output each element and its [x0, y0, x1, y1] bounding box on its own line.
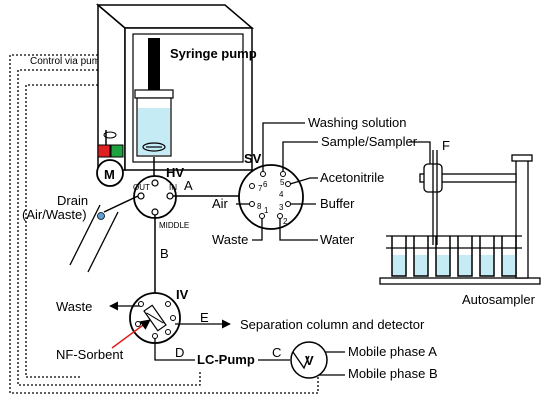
sv-port-8: 8 [257, 202, 262, 211]
drain: Drain (Air/Waste) [22, 193, 139, 273]
sv-port-2: 2 [283, 217, 288, 226]
line-f-label: F [442, 138, 450, 153]
hv-middle-label: MIDDLE [159, 221, 189, 230]
drain-droplet [97, 212, 105, 220]
sv-waste-label: Waste [212, 232, 248, 247]
line-e-label: E [200, 310, 209, 325]
line-b-label: B [160, 246, 169, 261]
sample-sampler-label: Sample/Sampler [321, 134, 418, 149]
mixing-valve-v: V [290, 341, 345, 379]
hv-in-label: IN [169, 183, 177, 192]
sv-port-3: 3 [279, 203, 284, 212]
drain-label-line1: Drain [57, 193, 88, 208]
motor-icon [96, 159, 124, 187]
control-via-pump-label: Control via pump [30, 56, 106, 67]
motor-green-indicator [110, 144, 124, 158]
hv-label: HV [166, 165, 184, 180]
air-label: Air [212, 196, 229, 211]
motor-red-indicator [97, 144, 111, 158]
hv-valve: HV OUT IN MIDDLE [133, 157, 189, 230]
acetonitrile-label: Acetonitrile [320, 170, 384, 185]
nf-sorbent-label: NF-Sorbent [56, 347, 124, 362]
sv-port-4: 4 [279, 190, 284, 199]
syringe-plunger-rod [148, 38, 160, 90]
sv-port-5: 5 [280, 178, 285, 187]
mobile-phase-b-label: Mobile phase B [348, 366, 438, 381]
mobile-phase-a-label: Mobile phase A [348, 344, 437, 359]
iv-label: IV [176, 287, 189, 302]
water-label: Water [320, 232, 355, 247]
control-dotted-lines [9, 54, 319, 394]
drain-label-line2: (Air/Waste) [22, 207, 87, 222]
line-c-label: C [272, 345, 281, 360]
valve-v-label: V [305, 353, 314, 368]
hv-out-label: OUT [133, 183, 150, 192]
iv-valve: IV [109, 287, 231, 361]
washing-solution-label: Washing solution [308, 115, 407, 130]
nf-sorbent-pointer [111, 319, 151, 349]
syringe-pump: Syringe pump [95, 3, 257, 171]
separation-label: Separation column and detector [240, 317, 425, 332]
line-d-label: D [175, 345, 184, 360]
sv-port-7: 7 [258, 184, 263, 193]
vials [386, 235, 522, 277]
sv-label: SV [244, 151, 262, 166]
autosampler: F Autosampler [379, 138, 541, 307]
sv-port-1: 1 [264, 206, 269, 215]
iv-waste-label: Waste [56, 299, 92, 314]
line-a-label: A [184, 178, 193, 193]
lc-pump-label: LC-Pump [197, 352, 255, 367]
line-d [154, 338, 195, 361]
buffer-label: Buffer [320, 196, 355, 211]
syringe-pump-label: Syringe pump [170, 46, 257, 61]
motor-label: M [104, 167, 115, 182]
sv-valve: SV 6 5 4 3 2 1 8 7 [236, 122, 318, 241]
motor: M [96, 130, 124, 187]
sv-port-6: 6 [263, 180, 268, 189]
autosampler-label: Autosampler [462, 292, 536, 307]
